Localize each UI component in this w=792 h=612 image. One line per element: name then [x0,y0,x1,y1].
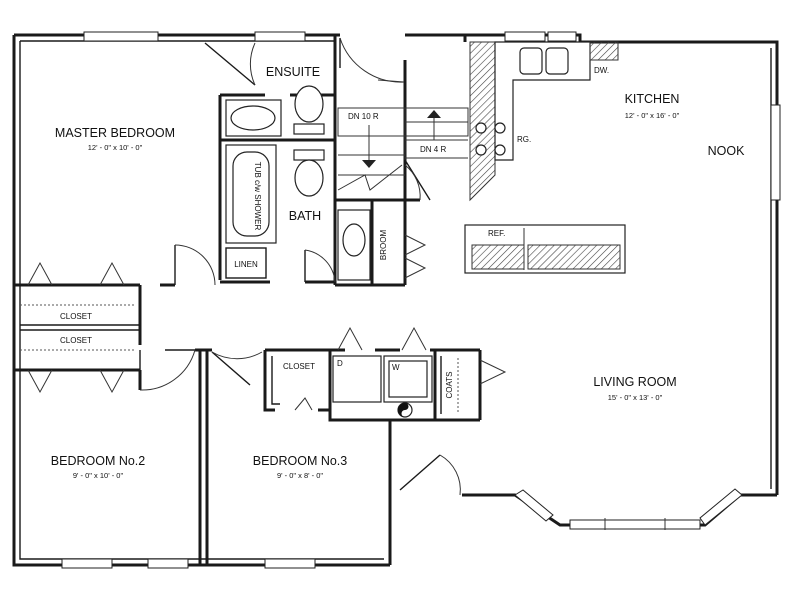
dishwasher-label: DW. [594,66,609,75]
fixture-labels: TUB c/w SHOWER LINEN BROOM CLOSET CLOSET… [60,66,609,398]
coats-label: COATS [445,372,454,399]
range-label: RG. [517,135,531,144]
living-room-dims: 15' - 0" x 13' - 0" [608,393,663,402]
living-room-label: LIVING ROOM [593,375,676,389]
closet-upper-label: CLOSET [60,312,92,321]
stair-down-4-label: DN 4 R [420,145,446,154]
washer-label: W [392,363,400,372]
bedroom3-label: BEDROOM No.3 [253,454,348,468]
stair-up-arrow-icon [427,110,441,118]
master-bedroom-label: MASTER BEDROOM [55,126,175,140]
broom-label: BROOM [379,230,388,261]
bedroom2-label: BEDROOM No.2 [51,454,146,468]
stair-down-10-label: DN 10 R [348,112,379,121]
bedroom3-dims: 9' - 0" x 8' - 0" [277,471,323,480]
kitchen-label: KITCHEN [625,92,680,106]
stair-down-arrow-icon [362,160,376,168]
tub-shower-label: TUB c/w SHOWER [253,162,262,231]
stair-arrows [362,110,441,168]
bedroom2-dims: 9' - 0" x 10' - 0" [73,471,124,480]
ensuite-label: ENSUITE [266,65,320,79]
doors [27,37,507,496]
kitchen-dims: 12' - 0" x 16' - 0" [625,111,680,120]
windows [61,31,781,569]
room-labels: MASTER BEDROOM 12' - 0" x 10' - 0" ENSUI… [51,65,745,480]
bath-label: BATH [289,209,321,223]
master-bedroom-dims: 12' - 0" x 10' - 0" [88,143,143,152]
fixtures [225,47,569,418]
fridge-label: REF. [488,229,505,238]
linen-label: LINEN [234,260,258,269]
dryer-label: D [337,359,343,368]
closet-lower-label: CLOSET [60,336,92,345]
closet-bed3-label: CLOSET [283,362,315,371]
nook-label: NOOK [708,144,745,158]
